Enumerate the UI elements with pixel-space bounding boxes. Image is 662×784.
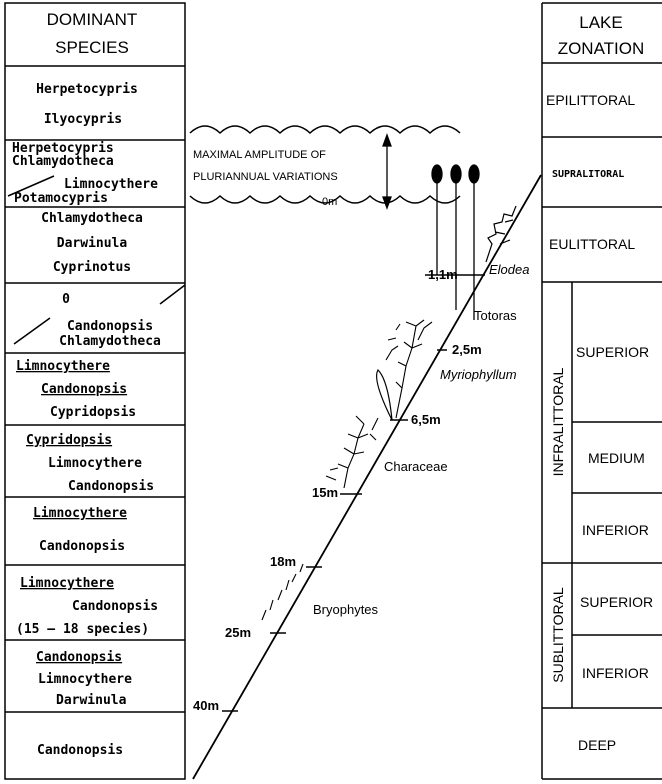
depth-label-1-1m: 1,1m [428,267,458,282]
species-chlamydotheca: Chlamydotheca [59,334,161,349]
zone-sub-superior: SUPERIOR [580,594,653,610]
zonation-column [541,2,662,780]
amplitude-label-line2: PLURIANNUAL VARIATIONS [193,171,338,183]
zone-infra-superior: SUPERIOR [576,344,649,360]
zone-infra-inferior: INFERIOR [582,522,649,538]
species-column [4,2,186,780]
plant-label-bryophytes: Bryophytes [313,602,379,617]
elodea-plant [485,205,517,263]
species-limnocythere: Limnocythere [38,672,132,687]
species-darwinula: Darwinula [56,693,127,708]
species-header-line1: DOMINANT [47,10,138,29]
depth-label-25m: 25m [225,625,251,640]
species-candonopsis: Candonopsis [72,599,158,614]
low-water-waves [189,194,461,204]
plant-label-myriophyllum: Myriophyllum [440,367,517,382]
species-herpetocypris: Herpetocypris [12,141,114,156]
species-candonopsis: Candonopsis [67,319,153,334]
totoras-reeds [431,164,480,320]
species-candonopsis: Candonopsis [36,650,122,665]
species-zero: 0 [62,292,70,307]
species-herpetocypris: Herpetocypris [36,82,138,97]
species-ilyocypris: Ilyocypris [44,112,122,127]
zone-sub-inferior: INFERIOR [582,665,649,681]
species-candonopsis: Candonopsis [37,743,123,758]
species-candonopsis: Candonopsis [41,382,127,397]
myriophyllum-leaf [376,369,393,421]
depth-label-6-5m: 6,5m [411,412,441,427]
depth-label-40m: 40m [193,698,219,713]
high-water-waves [189,125,461,135]
species-cypridopsis: Cypridopsis [50,405,136,420]
zone-deep: DEEP [578,737,616,753]
plant-label-characeae: Characeae [384,459,448,474]
depth-ticks [222,274,485,712]
zone-eulittoral: EULITTORAL [549,236,635,252]
species-limnocythere: Limnocythere [64,177,158,192]
plant-label-totoras: Totoras [474,308,517,323]
species-cyprinotus: Cyprinotus [53,260,131,275]
zone-infralittoral: INFRALITTORAL [550,367,566,476]
species-chlamydotheca: Chlamydotheca [41,211,143,226]
characeae-plant [325,415,379,489]
species-header-line2: SPECIES [55,38,129,57]
species-limnocythere: Limnocythere [33,506,127,521]
depth-label-2-5m: 2,5m [452,342,482,357]
plant-label-elodea: Elodea [489,262,529,277]
species-darwinula: Darwinula [57,236,128,251]
species-cypridopsis: Cypridopsis [26,433,112,448]
species-count-note: (15 – 18 species) [16,622,149,637]
species-chlamydotheca: Chlamydotheca [12,154,114,169]
zone-sublittoral: SUBLITTORAL [550,587,566,683]
zonation-header-line1: LAKE [579,13,622,32]
myriophyllum-plant [385,319,433,419]
species-limnocythere: Limnocythere [16,359,110,374]
depth-label-18m: 18m [270,554,296,569]
amplitude-label-line1: MAXIMAL AMPLITUDE OF [193,149,326,161]
species-limnocythere: Limnocythere [20,576,114,591]
species-candonopsis: Candonopsis [39,539,125,554]
species-potamocypris: Potamocypris [14,191,108,206]
amplitude-arrow [382,133,392,210]
zone-epilittoral: EPILITTORAL [546,92,635,108]
depth-label-15m: 15m [312,485,338,500]
zone-infra-medium: MEDIUM [588,450,645,466]
species-limnocythere: Limnocythere [48,456,142,471]
zonation-header-line2: ZONATION [558,39,645,58]
species-candonopsis: Candonopsis [68,479,154,494]
zone-supralittoral: SUPRALITORAL [552,169,624,180]
bryophytes-marks [261,563,304,621]
zero-level-label: 0m [322,196,337,208]
